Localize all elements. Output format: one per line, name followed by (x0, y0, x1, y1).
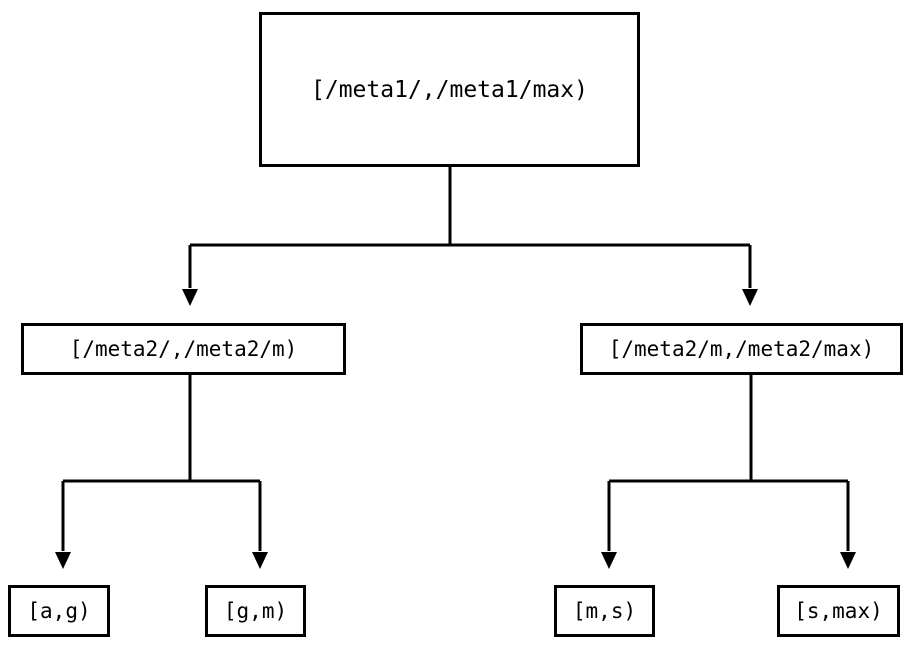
arrowhead-to-mid-right (742, 289, 758, 306)
edge-midleft-to-leaves (55, 375, 268, 569)
tree-node-root[interactable]: [/meta1/,/meta1/max) (259, 12, 640, 167)
tree-node-leaf-2[interactable]: [m,s) (554, 585, 655, 637)
tree-node-leaf-3[interactable]: [s,max) (777, 585, 900, 637)
arrowhead-to-leaf-1 (252, 552, 268, 569)
arrowhead-to-leaf-0 (55, 552, 71, 569)
tree-node-leaf-0[interactable]: [a,g) (8, 585, 110, 637)
arrowhead-to-leaf-2 (601, 552, 617, 569)
tree-node-leaf-1[interactable]: [g,m) (205, 585, 306, 637)
tree-node-mid-left[interactable]: [/meta2/,/meta2/m) (21, 323, 346, 375)
edge-root-to-middles (182, 167, 758, 306)
tree-node-mid-right[interactable]: [/meta2/m,/meta2/max) (580, 323, 903, 375)
arrowhead-to-mid-left (182, 289, 198, 306)
edge-midright-to-leaves (601, 375, 856, 569)
arrowhead-to-leaf-3 (840, 552, 856, 569)
